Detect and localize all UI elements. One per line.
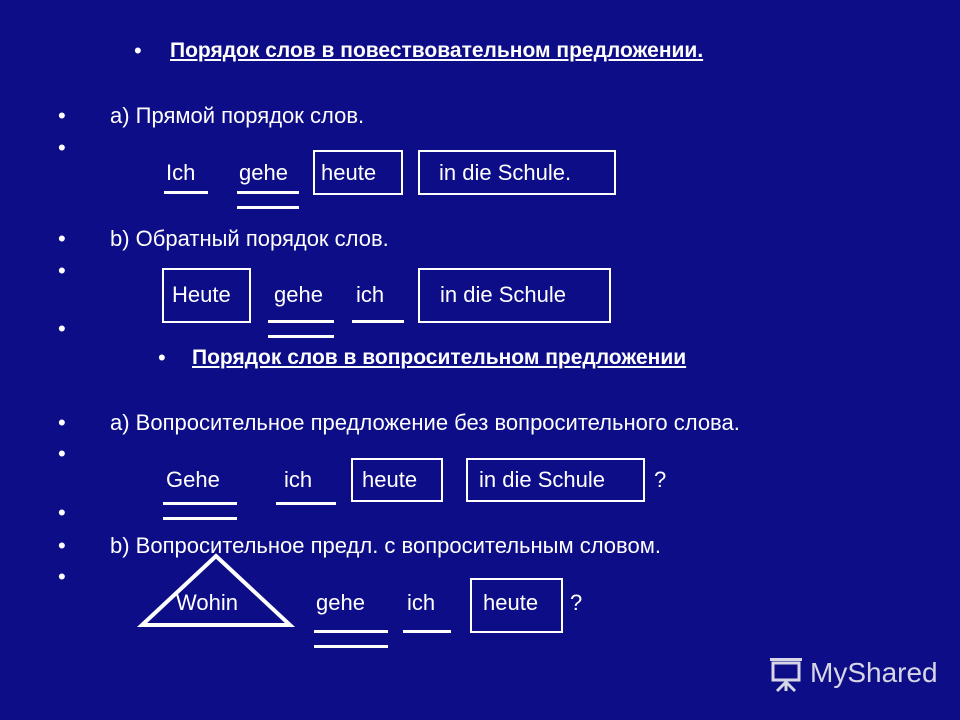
example4-adverb: heute bbox=[483, 590, 539, 615]
bullet: • bbox=[58, 103, 66, 128]
example1-verb: gehe bbox=[239, 160, 288, 185]
verb-underline bbox=[268, 320, 334, 323]
verb-underline-double bbox=[163, 517, 237, 520]
bullet: • bbox=[58, 316, 66, 341]
example1-place-box bbox=[418, 150, 616, 195]
inverted-order-label: b) Обратный порядок слов. bbox=[110, 226, 389, 251]
example3-verb: Gehe bbox=[166, 467, 220, 492]
example3-question-mark: ? bbox=[654, 467, 667, 492]
verb-underline-double bbox=[268, 335, 334, 338]
example1-place: in die Schule. bbox=[439, 160, 572, 185]
verb-underline bbox=[314, 630, 388, 633]
bullet: • bbox=[134, 38, 142, 63]
bullet: • bbox=[58, 500, 66, 525]
example3-adverb: heute bbox=[362, 467, 418, 492]
example3-place: in die Schule bbox=[479, 467, 605, 492]
example4-question-word: Wohin bbox=[176, 590, 238, 615]
bullet: • bbox=[58, 533, 66, 558]
subject-underline bbox=[403, 630, 451, 633]
bullet: • bbox=[58, 441, 66, 466]
example2-place-box bbox=[418, 268, 611, 323]
verb-underline-double bbox=[237, 206, 299, 209]
projector-screen-icon bbox=[770, 658, 802, 693]
example4-subject: ich bbox=[407, 590, 436, 615]
example3-subject: ich bbox=[284, 467, 313, 492]
bullet: • bbox=[58, 564, 66, 589]
subject-underline bbox=[276, 502, 336, 505]
example2-adverb: Heute bbox=[172, 282, 231, 307]
subject-underline bbox=[164, 191, 208, 194]
example3-adverb-box bbox=[351, 458, 443, 502]
verb-underline bbox=[237, 191, 299, 194]
subject-underline bbox=[352, 320, 404, 323]
example2-place: in die Schule bbox=[440, 282, 566, 307]
bullet: • bbox=[58, 258, 66, 283]
bullet: • bbox=[158, 345, 166, 370]
example2-verb: gehe bbox=[274, 282, 323, 307]
example1-subject: Ich bbox=[166, 160, 196, 185]
direct-order-label: а) Прямой порядок слов. bbox=[110, 103, 365, 128]
bullet: • bbox=[58, 226, 66, 251]
wh-question-label: b) Вопросительное предл. с вопросительны… bbox=[110, 533, 661, 558]
example4-question-mark: ? bbox=[570, 590, 583, 615]
example1-adverb: heute bbox=[321, 160, 377, 185]
verb-underline bbox=[163, 502, 237, 505]
example3-place-box bbox=[466, 458, 645, 502]
example4-verb: gehe bbox=[316, 590, 365, 615]
example4-adverb-box bbox=[470, 578, 563, 633]
watermark-brand: MyShared bbox=[810, 657, 938, 688]
verb-underline-double bbox=[314, 645, 388, 648]
example2-adverb-box bbox=[162, 268, 251, 323]
bullet: • bbox=[58, 410, 66, 435]
example2-subject: ich bbox=[356, 282, 385, 307]
example1-adverb-box bbox=[313, 150, 403, 195]
heading-declarative: Порядок слов в повествовательном предлож… bbox=[170, 39, 704, 62]
question-word-triangle bbox=[136, 553, 296, 627]
bullet: • bbox=[58, 135, 66, 160]
yes-no-question-label: а) Вопросительное предложение без вопрос… bbox=[110, 410, 740, 435]
heading-interrogative: Порядок слов в вопросительном предложени… bbox=[192, 346, 687, 369]
